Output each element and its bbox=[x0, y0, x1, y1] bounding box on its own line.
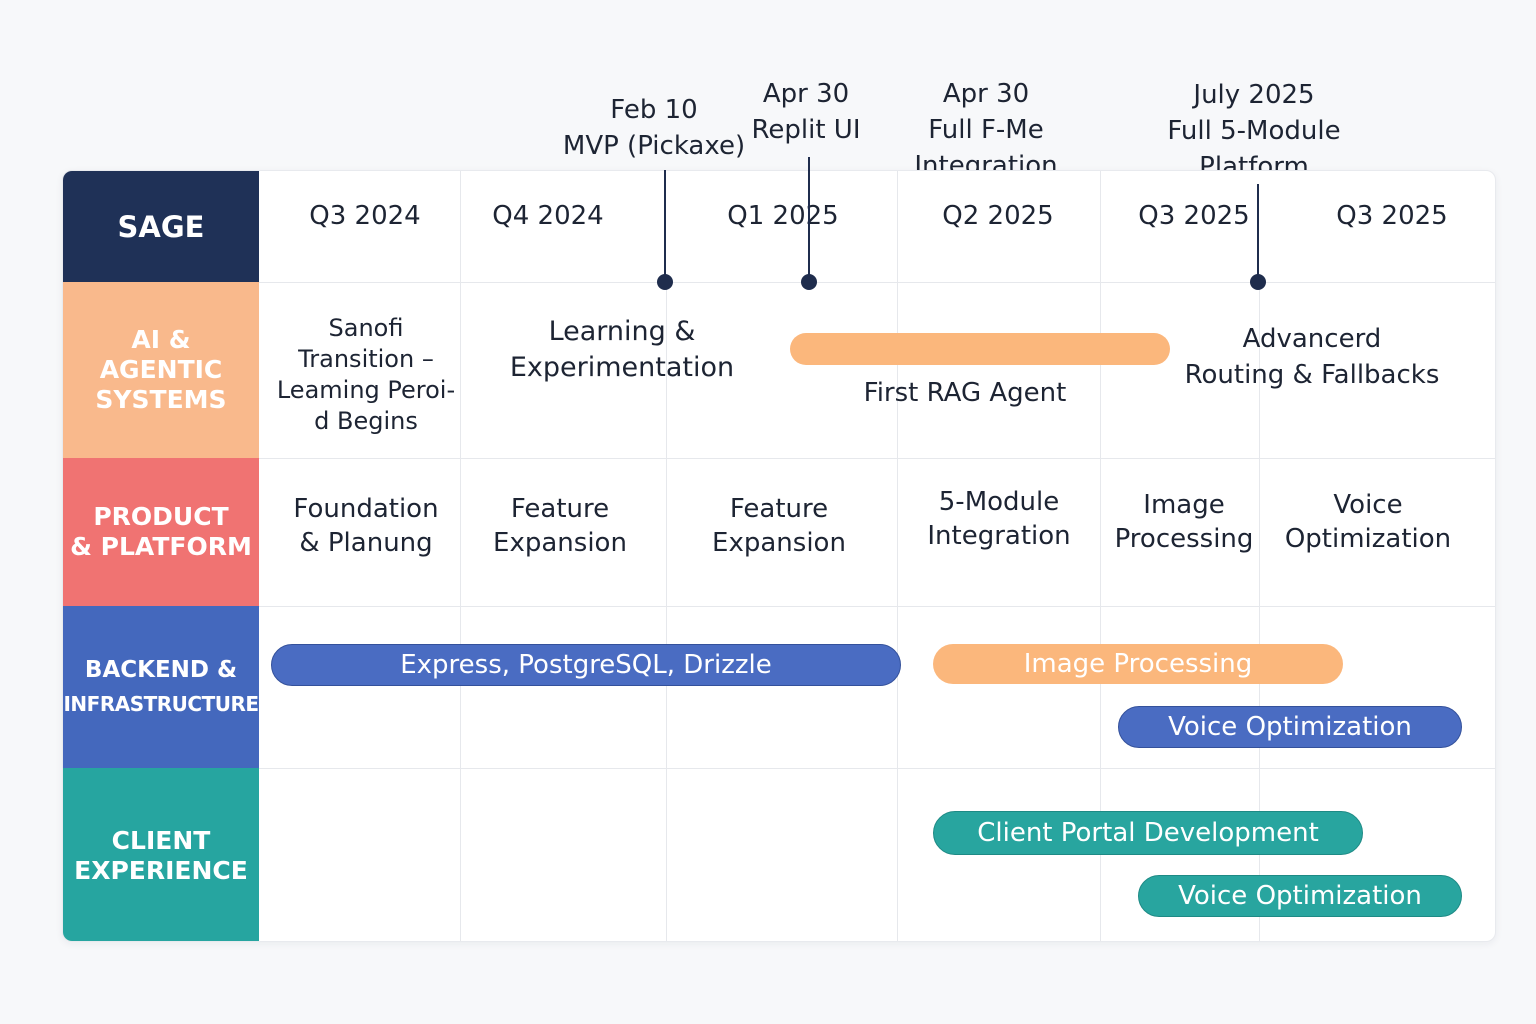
milestone-text: MVP (Pickaxe) bbox=[562, 131, 746, 161]
row-label-ai-1: AI & bbox=[131, 325, 191, 354]
grid-col-divider bbox=[1259, 282, 1260, 941]
ai-learning-text: Learning & Experimentation bbox=[510, 314, 734, 386]
grid-col-divider bbox=[460, 171, 461, 941]
grid-row-divider bbox=[259, 606, 1495, 607]
product-cell: Voice Optimization bbox=[1285, 488, 1451, 556]
milestone-connector bbox=[808, 157, 810, 277]
milestone-date: Feb 10 bbox=[610, 95, 698, 125]
text-line: Feature bbox=[729, 494, 829, 524]
backend-voice-bar: Voice Optimization bbox=[1118, 706, 1462, 748]
grid-row-divider bbox=[259, 458, 1495, 459]
text-line: Processing bbox=[1114, 524, 1254, 554]
quarter-header: Q3 2025 bbox=[1336, 201, 1448, 231]
text-line: Leaming Peroi- bbox=[276, 376, 456, 404]
text-line: Advancerd bbox=[1242, 324, 1382, 354]
milestone-text: Full F-Me bbox=[928, 115, 1044, 145]
row-label-ai-2: AGENTIC bbox=[99, 355, 223, 384]
grid-row-divider bbox=[259, 282, 1495, 283]
row-label-product-2: & PLATFORM bbox=[70, 532, 252, 561]
row-head-client: CLIENT EXPERIENCE bbox=[63, 768, 259, 941]
milestone-connector bbox=[1257, 184, 1259, 280]
ai-sanofi-text: Sanofi Transition – Leaming Peroi- d Beg… bbox=[277, 313, 455, 437]
quarter-header: Q3 2024 bbox=[309, 201, 421, 231]
quarter-header: Q3 2025 bbox=[1138, 201, 1250, 231]
product-cell: Feature Expansion bbox=[493, 492, 627, 560]
milestone-apr30-replit-label: Apr 30 Replit UI bbox=[751, 76, 860, 148]
text-line: Learning & bbox=[548, 316, 696, 347]
text-line: Feature bbox=[510, 494, 610, 524]
text-line: 5-Module bbox=[938, 487, 1060, 517]
milestone-apr30-fme-label: Apr 30 Full F-Me Integration bbox=[914, 76, 1057, 184]
client-voice-bar: Voice Optimization bbox=[1138, 875, 1462, 917]
row-label-product-1: PRODUCT bbox=[93, 502, 229, 531]
row-label-client-1: CLIENT bbox=[111, 825, 211, 855]
text-line: Foundation bbox=[293, 494, 439, 524]
text-line: Voice bbox=[1333, 490, 1403, 520]
sage-title: SAGE bbox=[117, 209, 205, 244]
text-line: Routing & Fallbacks bbox=[1184, 360, 1440, 390]
text-line: Expansion bbox=[712, 528, 846, 558]
grid-col-divider bbox=[1100, 171, 1101, 941]
ai-rag-bar bbox=[790, 333, 1170, 365]
grid-row-divider bbox=[259, 768, 1495, 769]
milestone-dot bbox=[801, 274, 817, 290]
milestone-july2025-label: July 2025 Full 5-Module Platform bbox=[1167, 77, 1340, 185]
text-line: d Begins bbox=[314, 407, 418, 435]
ai-routing-text: Advancerd Routing & Fallbacks bbox=[1185, 321, 1440, 393]
product-cell: Feature Expansion bbox=[712, 492, 846, 560]
milestone-dot bbox=[1250, 274, 1266, 290]
row-label-backend-1: BACKEND & bbox=[84, 657, 238, 683]
ai-rag-text: First RAG Agent bbox=[863, 378, 1067, 408]
milestone-connector bbox=[664, 170, 666, 280]
product-cell: 5-Module Integration bbox=[927, 485, 1070, 553]
grid-col-divider bbox=[897, 171, 898, 941]
milestone-dot bbox=[657, 274, 673, 290]
text-line: Experimentation bbox=[509, 352, 735, 383]
quarter-header: Q4 2024 bbox=[492, 201, 604, 231]
milestone-date: July 2025 bbox=[1193, 80, 1315, 110]
quarter-header: Q2 2025 bbox=[942, 201, 1054, 231]
text-line: Transition – bbox=[298, 345, 434, 373]
backend-express-bar: Express, PostgreSQL, Drizzle bbox=[271, 644, 901, 686]
text-line: Sanofi bbox=[328, 314, 404, 342]
client-portal-bar: Client Portal Development bbox=[933, 811, 1363, 855]
milestone-date: Apr 30 bbox=[942, 79, 1030, 109]
text-line: & Planung bbox=[299, 528, 433, 558]
row-head-backend: BACKEND & INFRASTRUCTURE bbox=[63, 606, 259, 768]
product-cell: Foundation & Planung bbox=[293, 492, 438, 560]
milestone-feb10-label: Feb 10 MVP (Pickaxe) bbox=[563, 92, 745, 164]
grid-col-divider bbox=[666, 282, 667, 941]
text-line: Integration bbox=[927, 521, 1071, 551]
text-line: Expansion bbox=[493, 528, 627, 558]
product-cell: Image Processing bbox=[1115, 488, 1254, 556]
roadmap-board: SAGE AI & AGENTIC SYSTEMS PRODUCT & PLAT… bbox=[62, 170, 1496, 942]
milestone-text: Replit UI bbox=[751, 115, 861, 145]
row-head-product: PRODUCT & PLATFORM bbox=[63, 458, 259, 606]
text-line: Image bbox=[1143, 490, 1225, 520]
sage-header-cell: SAGE bbox=[63, 171, 259, 282]
milestone-text: Full 5-Module bbox=[1167, 116, 1341, 146]
text-line: Optimization bbox=[1284, 524, 1452, 554]
row-head-ai: AI & AGENTIC SYSTEMS bbox=[63, 282, 259, 458]
row-label-backend-2: INFRASTRUCTURE bbox=[63, 692, 259, 716]
backend-image-bar: Image Processing bbox=[933, 644, 1343, 684]
row-label-client-2: EXPERIENCE bbox=[74, 855, 248, 885]
quarter-header: Q1 2025 bbox=[727, 201, 839, 231]
milestone-date: Apr 30 bbox=[762, 79, 850, 109]
row-label-ai-3: SYSTEMS bbox=[95, 385, 227, 414]
